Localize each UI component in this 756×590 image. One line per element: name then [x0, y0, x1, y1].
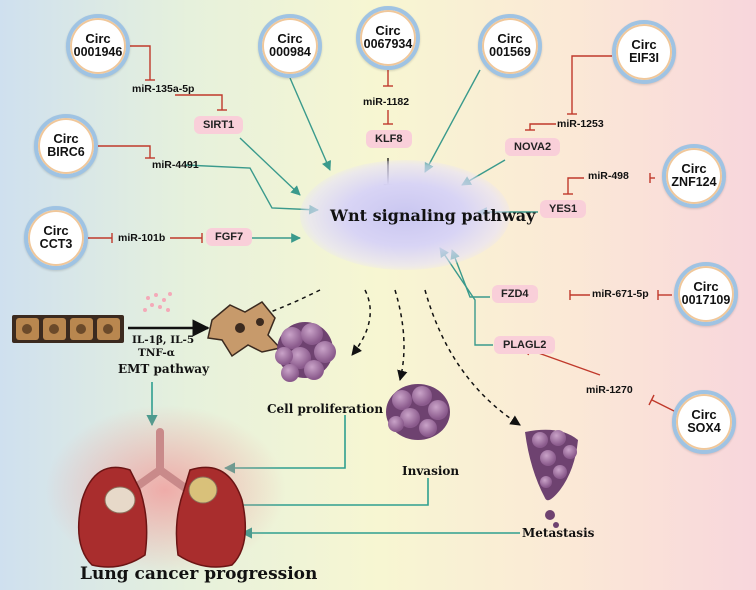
wnt-pathway-label: Wnt signaling pathway — [330, 206, 536, 225]
target-sirt1: SIRT1 — [194, 116, 244, 134]
mirna-1270: miR-1270 — [586, 384, 633, 396]
circ-prefix: Circ — [43, 222, 69, 238]
circ-prefix: Circ — [693, 278, 719, 294]
epithelial-cells-illustration — [12, 315, 124, 343]
mirna-671-5p: miR-671-5p — [592, 288, 649, 300]
target-yes1: YES1 — [540, 200, 587, 218]
circ-id: 0017109 — [681, 293, 731, 308]
target-plagl2: PLAGL2 — [494, 336, 556, 354]
circ-prefix: Circ — [691, 406, 717, 422]
mirna-1253: miR-1253 — [557, 118, 604, 130]
mesenchymal-cells-illustration — [207, 301, 282, 358]
target-nova2: NOVA2 — [505, 138, 561, 156]
cell-proliferation-label: Cell proliferation — [267, 402, 384, 416]
circ-prefix: Circ — [375, 22, 401, 38]
circ-id: 0067934 — [363, 37, 413, 52]
circ-id: CCT3 — [39, 237, 73, 252]
circ-prefix: Circ — [681, 160, 707, 176]
mirna-498: miR-498 — [588, 170, 629, 182]
lungs-illustration — [45, 405, 285, 575]
target-fzd4: FZD4 — [492, 285, 538, 303]
circ-id: BIRC6 — [47, 145, 85, 160]
metastasis-cluster-illustration — [525, 429, 578, 528]
target-klf8: KLF8 — [366, 130, 412, 148]
circ-id: 001569 — [489, 45, 531, 60]
circ-id: EIF3I — [629, 51, 659, 66]
target-fgf7: FGF7 — [206, 228, 253, 246]
cytokine-dots — [143, 292, 172, 312]
circ-prefix: Circ — [277, 30, 303, 46]
emt-pathway-label: EMT pathway — [118, 362, 210, 376]
circ-id: 0001946 — [73, 45, 123, 60]
mirna-101b: miR-101b — [118, 232, 166, 244]
circ-prefix: Circ — [631, 36, 657, 52]
circ-id: ZNF124 — [671, 175, 717, 190]
circ-prefix: Circ — [85, 30, 111, 46]
invasion-cluster-illustration — [386, 384, 450, 440]
activation-arrows — [184, 69, 538, 346]
metastasis-label: Metastasis — [522, 526, 595, 540]
emt-cytokines-line1: IL-1β, IL-5 — [132, 334, 195, 346]
inhibition-lines — [88, 45, 677, 413]
wnt-pathway-cloud — [300, 160, 510, 270]
mirna-1182: miR-1182 — [363, 96, 410, 108]
lung-cancer-progression-title: Lung cancer progression — [80, 564, 318, 584]
emt-cytokines-line2: TNF-α — [138, 347, 175, 359]
circ-id: 000984 — [269, 45, 311, 60]
proliferation-cluster-illustration — [275, 322, 336, 382]
circ-prefix: Circ — [53, 130, 79, 146]
mirna-135a-5p: miR-135a-5p — [132, 83, 195, 95]
circ-prefix: Circ — [497, 30, 523, 46]
circ-id: SOX4 — [687, 421, 721, 436]
mirna-4491: miR-4491 — [152, 159, 199, 171]
invasion-label: Invasion — [402, 464, 460, 478]
